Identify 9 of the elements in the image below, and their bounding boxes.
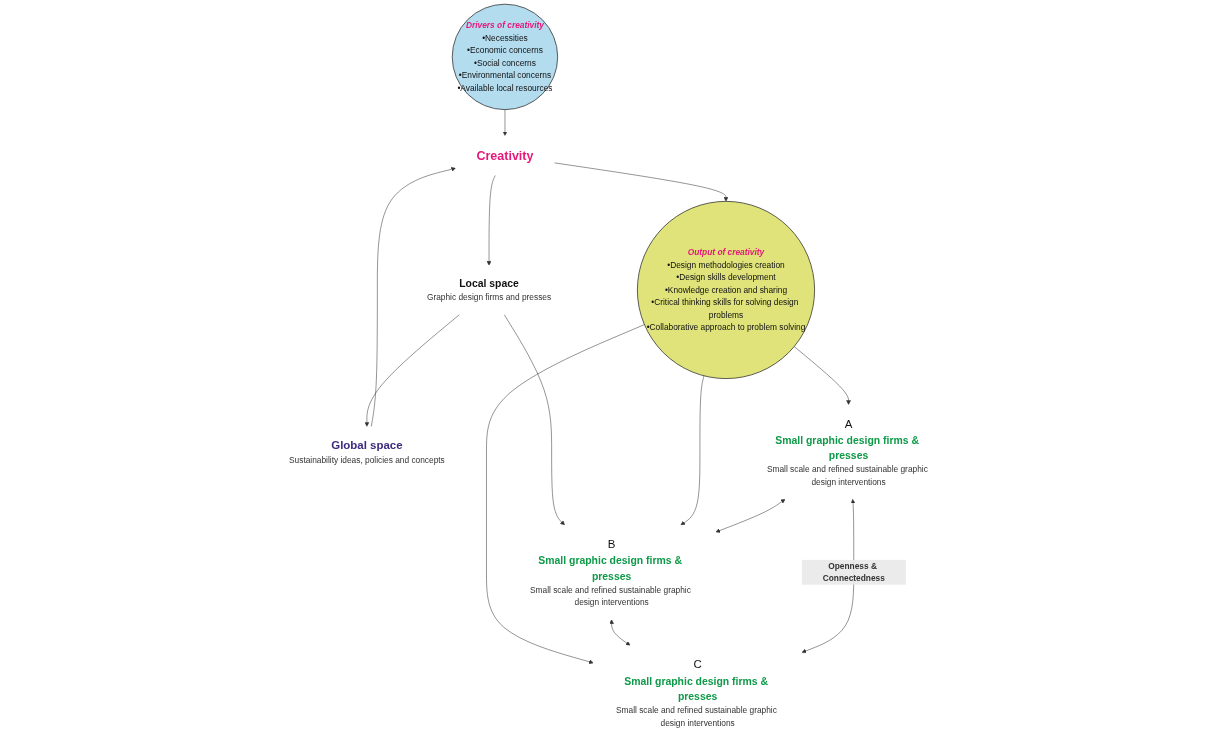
edge-label: Openness & Connectedness (822, 561, 885, 583)
node-circle: Output of creativity •Design methodologies creation •Design skills development •Knowledge creation and sharing •Critical thinking skills for solving design problems •Collaborative approach to problem solving (637, 201, 815, 379)
node-text: A Small graphic design firms & presses Small scale and refined sustainable graphic design interventions (766, 417, 928, 487)
node-text: B Small graphic design firms & presses Small scale and refined sustainable graphic design interventions (530, 537, 691, 607)
node-text: C Small graphic design firms & presses Small scale and refined sustainable graphic design interventions (616, 657, 777, 728)
node-text: Local space Graphic design firms and presses (426, 277, 552, 302)
node-text: Creativity (476, 148, 534, 163)
node-text: Global space Sustainability ideas, policies and concepts (289, 439, 445, 465)
node-circle: Drivers of creativity •Necessities •Economic concerns •Social concerns •Environmental concerns •Available local resources (451, 3, 559, 110)
